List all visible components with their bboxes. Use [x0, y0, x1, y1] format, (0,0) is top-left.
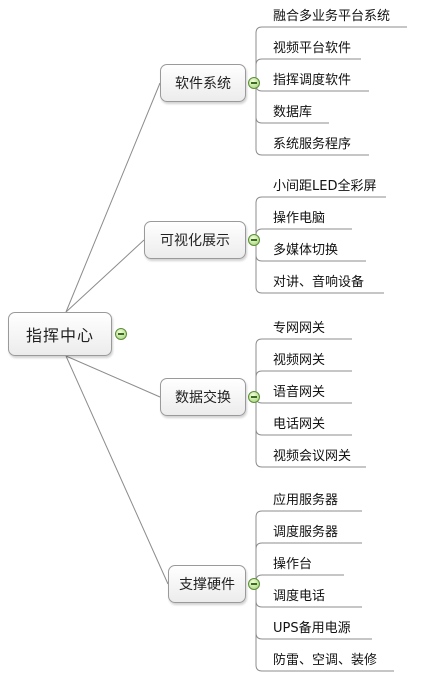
leaf-item[interactable]: 专网网关 — [273, 321, 326, 336]
branch-node-4[interactable]: 支撑硬件 — [168, 565, 246, 603]
branch-collapse-toggle-4[interactable] — [248, 578, 260, 590]
branch-collapse-toggle-1[interactable] — [248, 77, 260, 89]
branch-collapse-toggle-3[interactable] — [248, 391, 260, 403]
leaf-connector-1-2 — [255, 58, 361, 83]
leaf-item[interactable]: 对讲、音响设备 — [273, 275, 365, 290]
root-connector-3 — [65, 355, 161, 398]
root-connector-1 — [65, 82, 161, 313]
root-connector-4 — [65, 355, 169, 585]
leaf-connector-4-2 — [255, 542, 362, 584]
leaf-connector-4-3 — [255, 574, 344, 584]
leaf-connector-3-1 — [255, 338, 352, 397]
leaf-connector-2-4 — [255, 240, 384, 294]
root-node[interactable]: 指挥中心 — [8, 312, 112, 356]
leaf-item[interactable]: 系统服务程序 — [273, 137, 352, 152]
leaf-item[interactable]: 防雷、空调、装修 — [273, 653, 378, 668]
leaf-connector-4-1 — [255, 510, 362, 584]
root-connector-2 — [65, 239, 145, 313]
branch-collapse-toggle-2[interactable] — [248, 234, 260, 246]
leaf-item[interactable]: 指挥调度软件 — [273, 73, 352, 88]
leaf-item[interactable]: 操作电脑 — [273, 211, 326, 226]
leaf-item[interactable]: 调度电话 — [273, 589, 326, 604]
leaf-item[interactable]: 视频网关 — [273, 353, 326, 368]
leaf-connector-2-2 — [255, 228, 352, 240]
leaf-connector-1-1 — [255, 26, 407, 83]
leaf-item[interactable]: 语音网关 — [273, 385, 326, 400]
leaf-item[interactable]: 应用服务器 — [273, 493, 339, 508]
leaf-item[interactable]: 视频会议网关 — [273, 449, 352, 464]
root-collapse-toggle[interactable] — [115, 328, 127, 340]
leaf-item[interactable]: 视频平台软件 — [273, 41, 352, 56]
leaf-item[interactable]: 电话网关 — [273, 417, 326, 432]
leaf-connector-1-5 — [255, 83, 369, 156]
leaf-connector-4-6 — [255, 584, 394, 672]
leaf-item[interactable]: 调度服务器 — [273, 525, 339, 540]
leaf-item[interactable]: 多媒体切换 — [273, 243, 339, 258]
branch-node-3[interactable]: 数据交换 — [160, 378, 246, 416]
branch-node-2[interactable]: 可视化展示 — [144, 221, 246, 259]
leaf-connector-3-5 — [255, 397, 366, 468]
branch-node-1[interactable]: 软件系统 — [160, 64, 246, 102]
leaf-item[interactable]: 操作台 — [273, 557, 313, 572]
leaf-item[interactable]: 数据库 — [273, 105, 313, 120]
leaf-item[interactable]: 融合多业务平台系统 — [273, 9, 391, 24]
leaf-connector-3-2 — [255, 370, 352, 397]
leaf-connector-2-1 — [255, 196, 386, 240]
leaf-item[interactable]: 小间距LED全彩屏 — [273, 179, 377, 194]
leaf-item[interactable]: UPS备用电源 — [273, 621, 351, 636]
